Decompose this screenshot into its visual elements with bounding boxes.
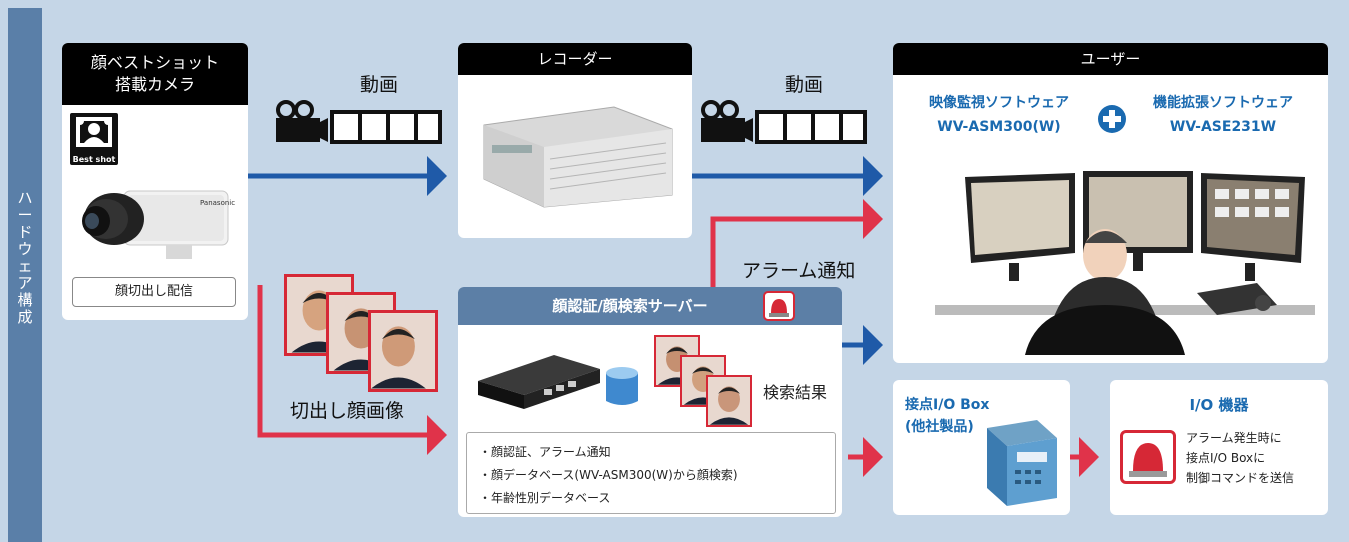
search-result-face-3 xyxy=(706,375,752,427)
feature-item: ・年齢性別データベース xyxy=(479,491,611,505)
rotating-lamp-icon xyxy=(1120,430,1176,484)
io-device-title: I/O 機器 xyxy=(1189,396,1249,414)
film-camera-icon-1 xyxy=(276,100,442,144)
feature-item: ・顔データベース(WV-ASM300(W)から顔検索) xyxy=(479,468,738,482)
database-icon xyxy=(606,367,638,405)
operator-workstation-image xyxy=(935,171,1315,355)
io-box: 接点I/O Box(他社製品) xyxy=(893,380,1070,515)
box-camera-icon xyxy=(82,190,229,259)
recorder-device-icon xyxy=(483,106,673,208)
bestshot-badge: Best shot xyxy=(70,113,118,165)
camera-box: 顔ベストショット 搭載カメラ Best shot Panasonic 顔切出し配… xyxy=(62,43,248,320)
cropped-faces-label: 切出し顔画像 xyxy=(290,400,405,422)
io-device-box: I/O 機器 アラーム発生時に 接点I/O Boxに 制御コマンドを送信 xyxy=(1110,380,1328,515)
cropped-face-3 xyxy=(368,310,438,392)
server-box: 顔認証/顔検索サーバー 検索結果 xyxy=(458,287,842,517)
recorder-box: レコーダー xyxy=(458,43,692,238)
feature-item: ・顔認証、アラーム通知 xyxy=(479,445,611,459)
search-result-label: 検索結果 xyxy=(763,383,828,402)
io-module-icon xyxy=(987,420,1057,506)
server-appliance-icon xyxy=(478,355,600,409)
alarm-lamp-icon xyxy=(763,291,795,321)
film-camera-icon-2 xyxy=(701,100,867,144)
camera-box-title: 顔ベストショット 搭載カメラ xyxy=(62,43,248,105)
plus-icon xyxy=(1098,105,1126,133)
alarm-notification-label: アラーム通知 xyxy=(742,260,856,282)
side-band xyxy=(8,8,42,542)
hardware-config-label: ハードウェア構成 xyxy=(17,189,33,326)
arrow-alarm-to-user xyxy=(710,199,883,290)
io-device-description: アラーム発生時に 接点I/O Boxに 制御コマンドを送信 xyxy=(1186,431,1295,485)
io-box-label: 接点I/O Box(他社製品) xyxy=(905,397,990,435)
server-features-list: ・顔認証、アラーム通知 ・顔データベース(WV-ASM300(W)から顔検索) … xyxy=(466,432,836,514)
bestshot-icon xyxy=(76,117,112,147)
arrow-faces-to-server xyxy=(257,285,447,455)
video-label-2: 動画 xyxy=(785,74,824,96)
face-crop-stream-button[interactable]: 顔切出し配信 xyxy=(72,277,236,307)
video-label-1: 動画 xyxy=(360,74,399,96)
